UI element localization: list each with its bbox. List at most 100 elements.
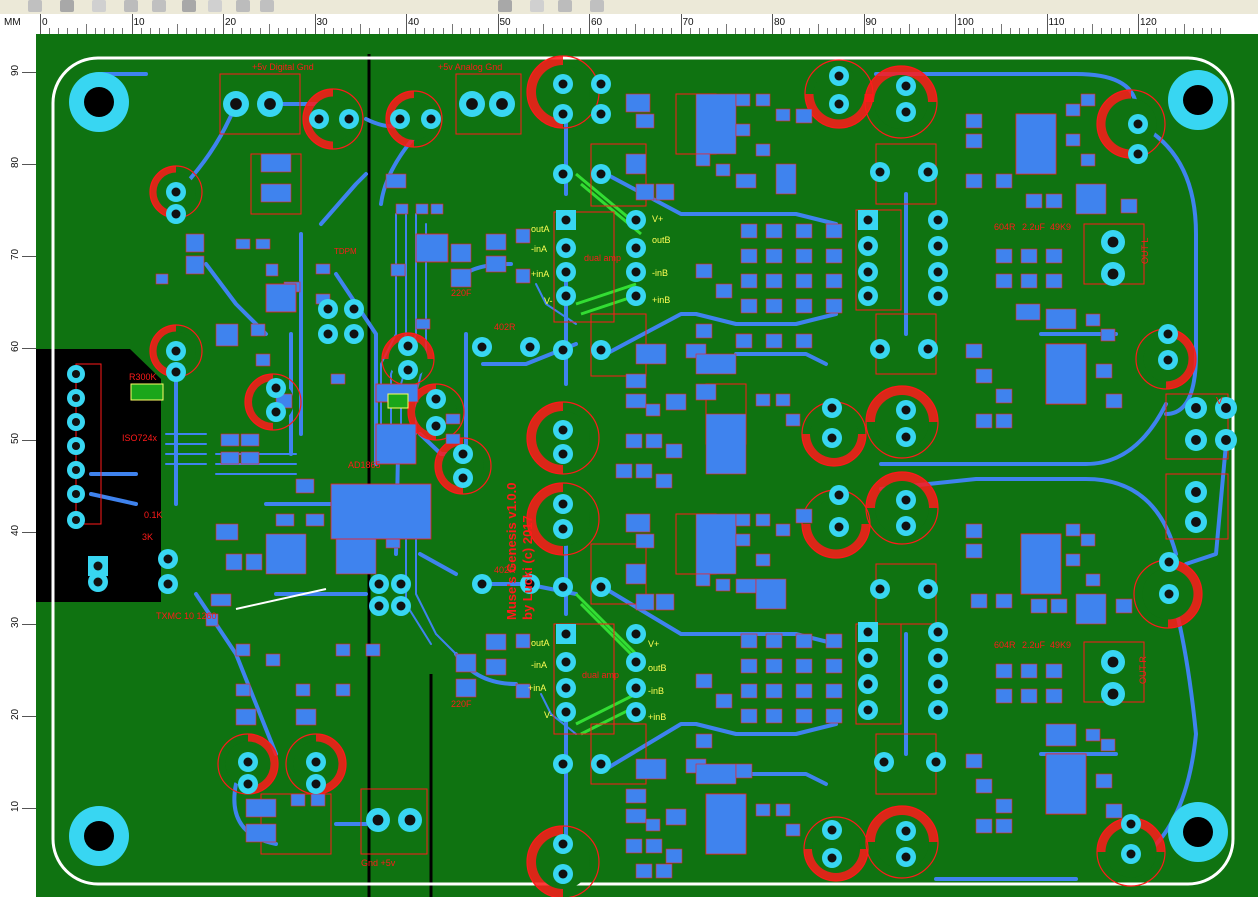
copper-trace [1184,442,1228,566]
smd-pad [795,508,813,524]
ruler-left-tick: 70 [10,248,21,260]
copper-trace [604,722,698,771]
pcb-canvas[interactable]: +5v Digital Gnd +5v Analog Gnd Gnd +5v R… [36,34,1258,899]
th-hole [558,425,568,435]
th-hole [561,629,571,639]
ruler-top-minor [76,28,78,34]
ruler-top-line [1138,14,1139,34]
smd-pad [220,433,240,447]
copper-trace [734,772,828,786]
measure-icon[interactable] [236,0,250,12]
ruler-top-minor [323,28,325,34]
smd-pad [235,708,257,726]
copy-icon[interactable] [92,0,106,12]
pcb-drawing[interactable]: +5v Digital Gnd +5v Analog Gnd Gnd +5v R… [36,34,1258,899]
r402-bottom-label: 402R [494,565,516,575]
smd-pad [485,233,507,251]
smd-pad [1065,103,1081,117]
paste-icon[interactable] [124,0,138,12]
smd-pad [735,333,753,349]
ruler-top-minor [1028,28,1030,34]
smd-pad [785,413,801,427]
smd-pad [1020,273,1038,289]
smd-pad [975,818,993,834]
gnd-5v-label: Gnd +5v [361,858,396,868]
thin-trace [415,533,457,655]
ruler-top-minor [168,28,170,34]
undo-icon[interactable] [28,0,42,12]
th-hole [558,109,568,119]
smd-pad [755,803,771,817]
smd-pad [655,183,675,201]
properties-icon[interactable] [530,0,544,12]
smd-pad [310,793,326,807]
smd-pad [1105,803,1123,819]
snap-icon[interactable] [260,0,274,12]
smd-pad [825,633,843,649]
smd-pad [765,333,783,349]
th-hole [395,114,405,124]
smd-pad [775,523,791,537]
copper-trace [604,312,698,356]
th-hole [901,521,911,531]
smd-pad [705,413,747,475]
smd-pad [365,643,381,657]
silk-outline [360,788,428,855]
smd-pad [395,203,409,215]
smd-pad [255,353,271,367]
th-hole [349,329,359,339]
smd-pad [765,298,783,314]
th-hole [1133,119,1143,129]
ruler-left-line [22,624,36,625]
silk-outline [553,211,615,323]
settings-icon[interactable] [590,0,604,12]
ruler-top-minor [1165,28,1167,34]
smd-pad [735,123,751,137]
ruler-top-tick: 40 [408,17,420,28]
mounting-hole [84,821,114,851]
smd-pad [625,838,643,854]
smd-pad [430,203,444,215]
th-hole [1107,656,1119,668]
th-hole [243,757,253,767]
smd-pad [755,578,787,610]
r3k-label: 3K [142,532,153,542]
ruler-top-minor [1064,28,1066,34]
smd-pad [265,653,281,667]
mirror-icon[interactable] [182,0,196,12]
v-label: V [1216,396,1223,407]
smd-pad [240,451,260,465]
ina-pos-bottom-label: +inA [528,683,546,693]
smd-pad [635,758,667,780]
rotate-icon[interactable] [152,0,166,12]
th-hole [558,345,568,355]
outa-bottom-label: outA [531,638,550,648]
th-hole [93,561,103,571]
ruler-top-minor [881,28,883,34]
ruler-left-tick: 40 [10,524,21,536]
th-hole [171,187,181,197]
smd-pad [1045,308,1077,330]
th-hole [561,243,571,253]
ruler-left-tick: 50 [10,432,21,444]
smd-pad [215,523,239,541]
th-hole [1163,329,1173,339]
smd-pad [975,368,993,384]
smd-pad [825,248,843,264]
smd-pad [665,443,683,459]
ruler-top-minor [67,28,69,34]
redo-icon[interactable] [60,0,74,12]
zoom-icon[interactable] [498,0,512,12]
ruler-top-minor [707,28,709,34]
ruler-top-minor [287,28,289,34]
smd-pad [755,393,771,407]
smd-pad [1015,113,1057,175]
smd-pad [1020,248,1038,264]
smd-pad [795,108,813,124]
ruler-top-minor [1147,28,1149,34]
group-icon[interactable] [208,0,222,12]
image-icon[interactable] [558,0,572,12]
opamp-bottom-label: dual amp [582,670,619,680]
th-hole [1191,517,1201,527]
